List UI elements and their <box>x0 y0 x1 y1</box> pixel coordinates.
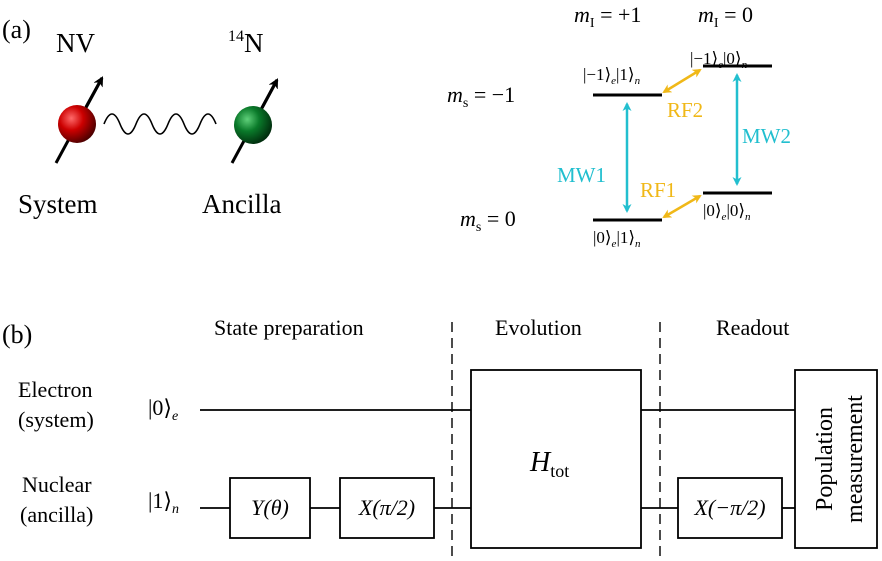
section-state-preparation: State preparation <box>214 315 364 340</box>
mw2-label: MW2 <box>742 124 791 148</box>
measurement-block <box>794 369 878 549</box>
mi-0-m: m <box>698 2 714 27</box>
state-label-0-0: |0⟩e|0⟩n <box>703 201 751 223</box>
ms-minus1-val: = −1 <box>468 82 515 107</box>
gate-y-theta <box>229 477 311 539</box>
ancilla-label: Ancilla <box>202 189 281 219</box>
measurement-label-line2: measurement <box>842 395 868 523</box>
mi-0-val: = 0 <box>719 2 753 27</box>
n14-sphere <box>234 106 272 144</box>
ms-0-val: = 0 <box>481 206 515 231</box>
mi-plus1-val: = +1 <box>595 2 642 27</box>
mi-0-sub: I <box>714 16 719 31</box>
n14-superscript: 14 <box>228 28 244 45</box>
section-readout: Readout <box>716 315 789 340</box>
nv-sphere <box>58 105 96 143</box>
state-label-m1-1: |−1⟩e|1⟩n <box>583 65 641 87</box>
rf2-label: RF2 <box>667 98 703 122</box>
electron-label-line2: (system) <box>18 407 94 432</box>
system-label: System <box>18 189 98 219</box>
nv-spin <box>54 76 104 164</box>
nuclear-label-line1: Nuclear <box>22 472 92 497</box>
evolution-block <box>470 369 642 549</box>
gate-x-pi2-label: X(π/2) <box>358 495 415 520</box>
nuclear-label-line2: (ancilla) <box>20 502 93 527</box>
nuclear-ket: |1⟩n <box>148 488 179 517</box>
mw1-label: MW1 <box>557 163 606 187</box>
n14-label: 14N <box>228 28 264 58</box>
nv-label: NV <box>56 28 95 58</box>
section-evolution: Evolution <box>495 315 582 340</box>
state-label-m1-0: |−1⟩e|0⟩n <box>690 49 748 71</box>
state-label-0-1: |0⟩e|1⟩n <box>593 228 641 250</box>
n14-symbol: N <box>244 28 264 58</box>
rf1-label: RF1 <box>640 178 676 202</box>
rf2-transition <box>662 68 702 94</box>
n14-spin <box>230 78 279 164</box>
n14-spin-arrow-front <box>260 78 279 109</box>
mi-0-header: mI = 0 <box>698 2 753 31</box>
mi-plus1-header: mI = +1 <box>574 2 641 31</box>
electron-ket: |0⟩e <box>148 395 178 424</box>
mi-plus1-m: m <box>574 2 590 27</box>
panel-b-label: (b) <box>2 320 32 349</box>
ms-minus1-label: ms = −1 <box>447 82 515 111</box>
electron-label-line1: Electron <box>18 377 93 402</box>
h-tot-label: Htot <box>529 447 569 481</box>
rf1-transition <box>662 194 702 219</box>
ms-minus1-sub: s <box>463 96 468 111</box>
ms-0-label: ms = 0 <box>460 206 516 235</box>
gate-x-minus-pi2-label: X(−π/2) <box>693 495 765 520</box>
gate-y-theta-label: Y(θ) <box>251 495 289 520</box>
panel-a-label: (a) <box>2 15 31 44</box>
gate-x-minus-pi2 <box>677 477 783 539</box>
ms-minus1-m: m <box>447 82 463 107</box>
measurement-label-line1: Population <box>812 407 838 511</box>
ms-0-m: m <box>460 206 476 231</box>
ms-0-sub: s <box>476 220 481 235</box>
coupling-wave <box>103 113 217 135</box>
mi-plus1-sub: I <box>590 16 595 31</box>
nv-spin-arrow-front <box>84 76 104 108</box>
gate-x-pi2 <box>339 477 435 539</box>
